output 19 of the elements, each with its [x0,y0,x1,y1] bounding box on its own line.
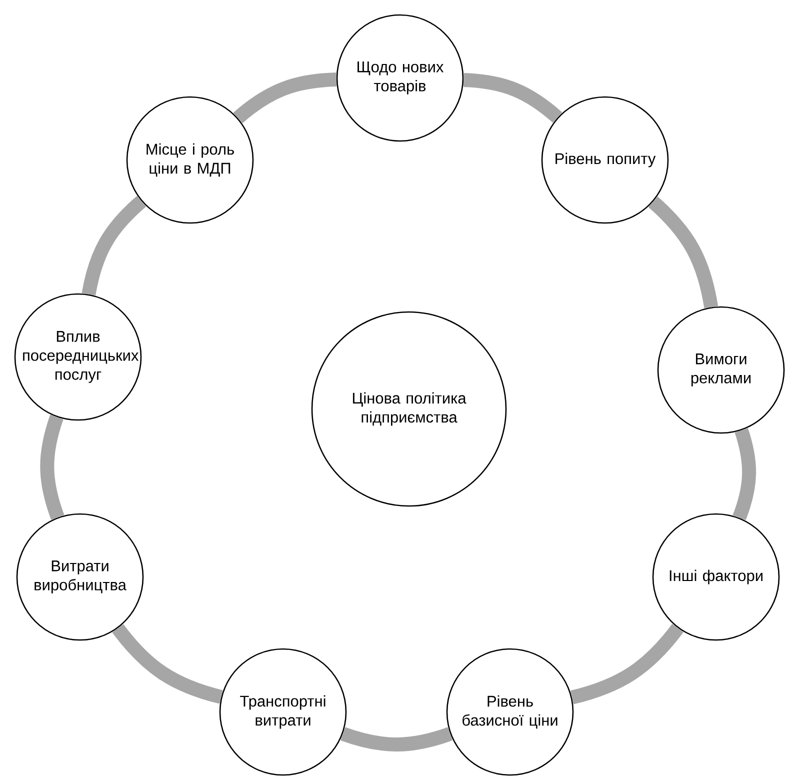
circle-node: Транспортні витрати [219,648,347,776]
circle-node: Щодо нових товарів [336,14,464,142]
circle-node: Вплив посередницьких послуг [14,293,142,421]
ring-connector [233,72,337,124]
circle-node: Вимоги реклами [657,306,785,434]
circle-node: Місце і роль ціни в МДП [126,96,254,224]
circle-node: Інші фактори [652,513,780,641]
circle-node: Рівень базисної ціни [446,648,574,776]
ring-connector [340,727,452,752]
circle-node: Витрати виробництва [16,513,144,641]
ring-connector [463,73,562,123]
circle-node: Рівень попиту [541,96,669,224]
ring-connector [732,428,756,520]
ring-connector [648,196,718,308]
ring-connector [82,196,146,296]
ring-connector [40,414,64,520]
ring-connector [112,624,223,704]
ring-connector [570,624,684,704]
circle-node: Цінова політика підприємства [311,311,507,507]
